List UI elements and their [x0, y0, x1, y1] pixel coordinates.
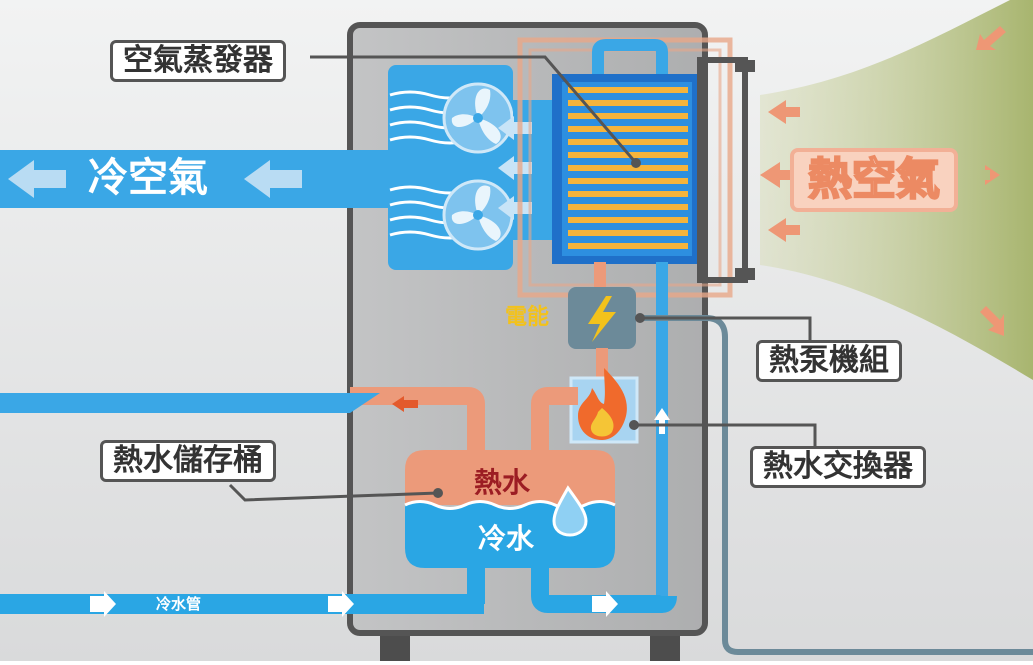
evaporator-label: 空氣蒸發器 [110, 40, 286, 82]
tank-wave [404, 500, 616, 510]
water-up-arrow [654, 408, 670, 434]
cold-water-label: 冷水 [478, 522, 535, 555]
cold-pipe-label: 冷水管 [156, 595, 202, 613]
hot-water-outlet [0, 393, 350, 413]
hot-water-label: 熱水 [474, 466, 531, 499]
hot-water-pipe-right [531, 387, 578, 460]
leader-dots [433, 158, 645, 498]
outlet-bracket-bottom [735, 268, 755, 280]
tank-label: 熱水儲存桶 [100, 440, 276, 482]
evaporator-top-pipe [592, 39, 668, 80]
outlet-bracket-top [735, 60, 755, 72]
tank-pipe-right [531, 566, 677, 613]
hot-water-pipe [350, 387, 485, 460]
heat-exchanger-label: 熱水交換器 [750, 446, 926, 488]
cold-water-pipe [0, 594, 484, 614]
hot-water-out-arrow [392, 396, 418, 412]
water-drop-icon [552, 485, 588, 537]
hot-air-label: 熱空氣 [790, 148, 958, 212]
fan-bottom-icon [442, 179, 514, 251]
cold-water-arrows [90, 591, 618, 617]
refrigerant-pipe-down [594, 262, 606, 292]
hot-water-outlet-taper [340, 393, 380, 413]
outlet-frame [697, 57, 748, 283]
leader-lines [228, 55, 817, 502]
flame-icon [578, 368, 627, 440]
cold-air-stream [0, 150, 440, 208]
cold-air-arrow-left [8, 160, 66, 198]
heat-pump-label: 熱泵機組 [756, 340, 902, 382]
lightning-icon [588, 296, 616, 342]
cold-air-label: 冷空氣 [88, 155, 208, 201]
electric-label: 電能 [505, 305, 550, 330]
airflow-arrows [498, 116, 532, 220]
cold-air-arrow-mid [244, 160, 302, 198]
hot-air-arrows [760, 26, 1006, 336]
fan-top-icon [442, 82, 514, 154]
tank-hot-half [405, 450, 615, 505]
